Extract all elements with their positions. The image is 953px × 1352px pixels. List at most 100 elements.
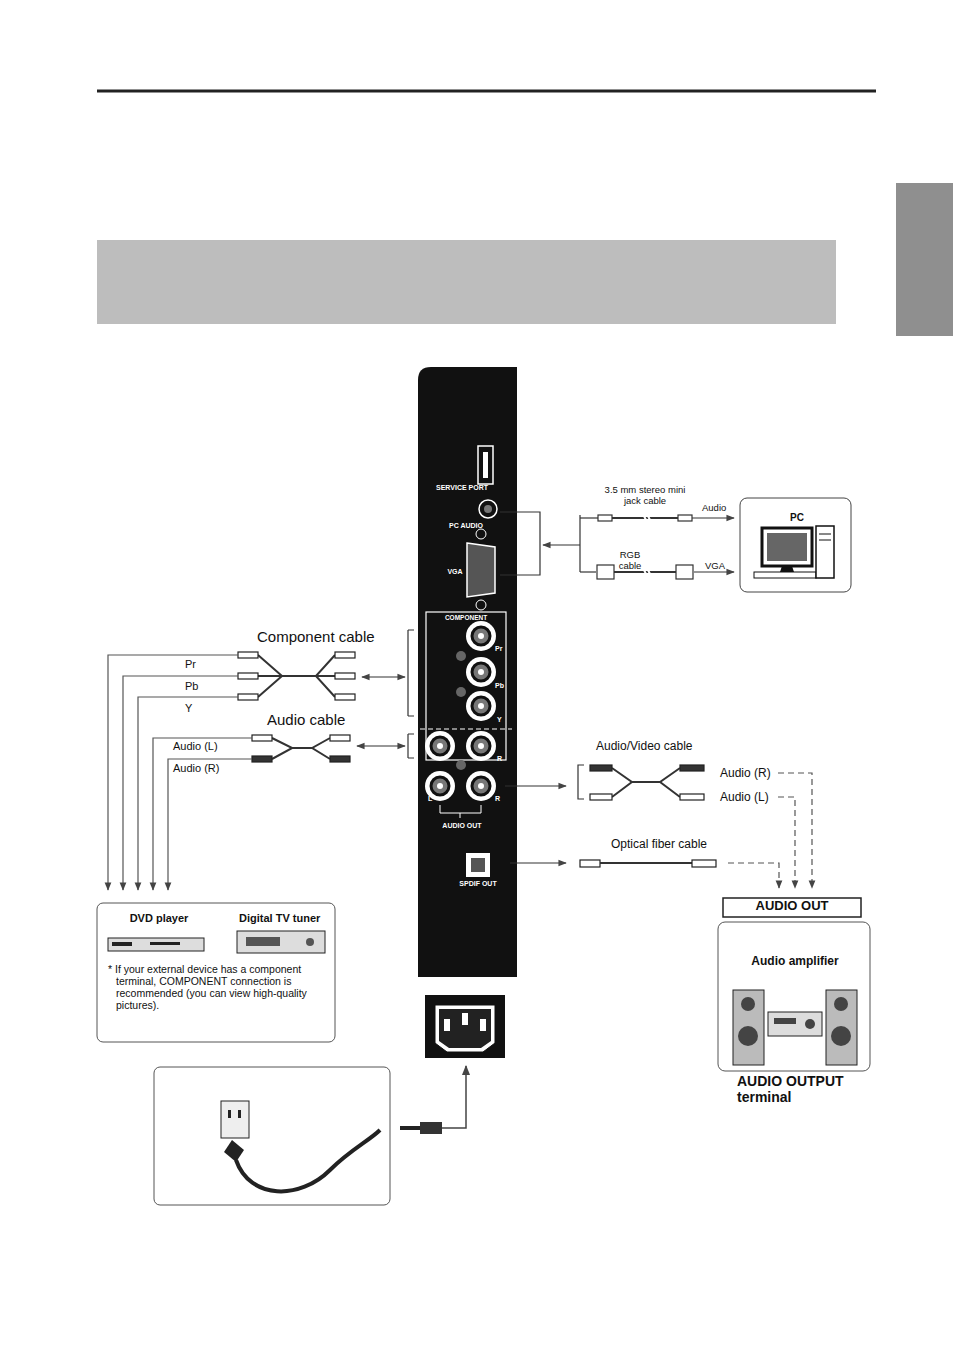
- tv-back-panel: [478, 703, 484, 709]
- tv-back-panel: [466, 657, 496, 687]
- pc-connection: [597, 565, 614, 579]
- pc-connection: [500, 512, 540, 575]
- tv-back-panel: [466, 621, 496, 651]
- device-box-art: [237, 931, 325, 953]
- component-audio-cables: [330, 735, 350, 741]
- cable-label: AUDIO OUTPUT terminal: [737, 1073, 877, 1105]
- amplifier-art: [733, 990, 764, 1065]
- pc-icon: [740, 498, 851, 592]
- tv-back-panel: [456, 687, 466, 697]
- wall-outlet: [238, 1110, 241, 1118]
- cable-label: RGB cable: [613, 550, 647, 572]
- wall-outlet: [228, 1110, 231, 1118]
- component-audio-cables: [238, 652, 258, 658]
- audio-out-cables: [578, 765, 584, 799]
- pc-connection: [692, 517, 734, 518]
- component-audio-cables: [258, 655, 335, 759]
- component-audio-cables: [238, 694, 258, 700]
- audio-out-cables: [510, 862, 566, 863]
- component-audio-cables: [335, 694, 355, 700]
- node-text: AUDIO OUT: [756, 899, 829, 914]
- port-label: Pb: [495, 682, 504, 690]
- component-audio-cables: [108, 630, 414, 890]
- audio-out-cables: [728, 863, 779, 888]
- amplifier-art: [805, 1019, 815, 1029]
- wall-outlet: [224, 1140, 244, 1162]
- port-label: AUDIO OUT: [442, 822, 481, 830]
- cable-label: Audio cable: [267, 711, 345, 728]
- tv-back-panel: [437, 633, 484, 789]
- amplifier-art: [723, 898, 861, 917]
- page-frame: [97, 90, 876, 93]
- tv-back-panel: [456, 760, 466, 770]
- power-inlet: [480, 1019, 486, 1031]
- wall-outlet: [154, 1066, 466, 1205]
- node-text: * If your external device has a componen…: [108, 963, 326, 1011]
- tv-back-panel: [420, 729, 512, 730]
- component-audio-cables: [272, 748, 330, 759]
- pc-connection: [580, 517, 598, 518]
- component-audio-cables: [357, 745, 405, 746]
- pc-icon: [780, 566, 794, 572]
- pc-icon: [754, 572, 816, 578]
- tv-back-panel: [472, 627, 490, 645]
- audio-out-cables: [600, 862, 692, 864]
- wall-outlet: [154, 1067, 390, 1205]
- device-box-art: [306, 938, 314, 946]
- component-audio-cables: [335, 673, 355, 679]
- tv-back-panel: [431, 737, 449, 755]
- audio-out-cables: [612, 768, 680, 782]
- tv-back-panel: [466, 853, 490, 877]
- audio-out-cables: [590, 794, 612, 800]
- pc-box: PC: [740, 498, 851, 592]
- audio-out-cables: [680, 794, 704, 800]
- tv-back-panel: [476, 600, 486, 610]
- page-frame: [97, 240, 836, 324]
- pc-connection: [500, 512, 734, 579]
- component-audio-cables: [108, 655, 238, 890]
- tv-back-panel: [425, 621, 496, 801]
- device-box-art: [150, 942, 180, 945]
- amplifier-art: [826, 990, 857, 1065]
- pc-icon: [819, 540, 831, 541]
- component-audio-cables: [362, 676, 405, 677]
- audio-out-cables: [505, 765, 812, 888]
- tv-back-panel: [478, 669, 484, 675]
- power-inlet: [462, 1013, 468, 1025]
- audio-out-cables: [778, 797, 795, 888]
- component-audio-cables: [238, 652, 355, 762]
- tv-back-panel: [484, 505, 492, 513]
- port-label: L: [428, 795, 432, 803]
- pc-icon: [819, 534, 831, 535]
- component-audio-cables: [238, 673, 258, 679]
- tv-back-panel: [418, 367, 517, 977]
- device-box-art: [112, 942, 132, 946]
- cable-label: Audio (R): [720, 767, 771, 781]
- cable-label: 3.5 mm stereo mini jack cable: [600, 485, 690, 507]
- audio-out-cables: [778, 773, 812, 888]
- page-frame: [97, 91, 953, 336]
- wall-outlet: [442, 1066, 466, 1128]
- pc-icon: [762, 528, 812, 566]
- amplifier-art: [718, 922, 870, 1071]
- pc-connection: [579, 515, 580, 572]
- power-inlet: [439, 1009, 491, 1048]
- tv-back-panel: [472, 663, 490, 681]
- audio-out-cables: [580, 860, 600, 867]
- amplifier-art: [774, 1018, 796, 1024]
- audio-out-cables: [680, 765, 704, 771]
- tv-back-panel: [466, 771, 496, 801]
- port-label: VGA: [447, 568, 462, 576]
- node-text: PC: [790, 512, 804, 524]
- tv-back-panel: [440, 805, 481, 818]
- audio-out-cables: [505, 785, 566, 786]
- power-inlet: [425, 995, 505, 1058]
- tv-back-panel: [471, 858, 485, 872]
- port-label: COMPONENT: [445, 614, 487, 621]
- cable-label: Audio: [702, 503, 726, 514]
- tv-back-panel: [476, 529, 486, 539]
- node-text: Audio amplifier: [751, 955, 838, 969]
- port-label: SERVICE PORT: [436, 484, 488, 492]
- device-box-art: [97, 903, 335, 1042]
- tv-back-panel: [456, 651, 466, 770]
